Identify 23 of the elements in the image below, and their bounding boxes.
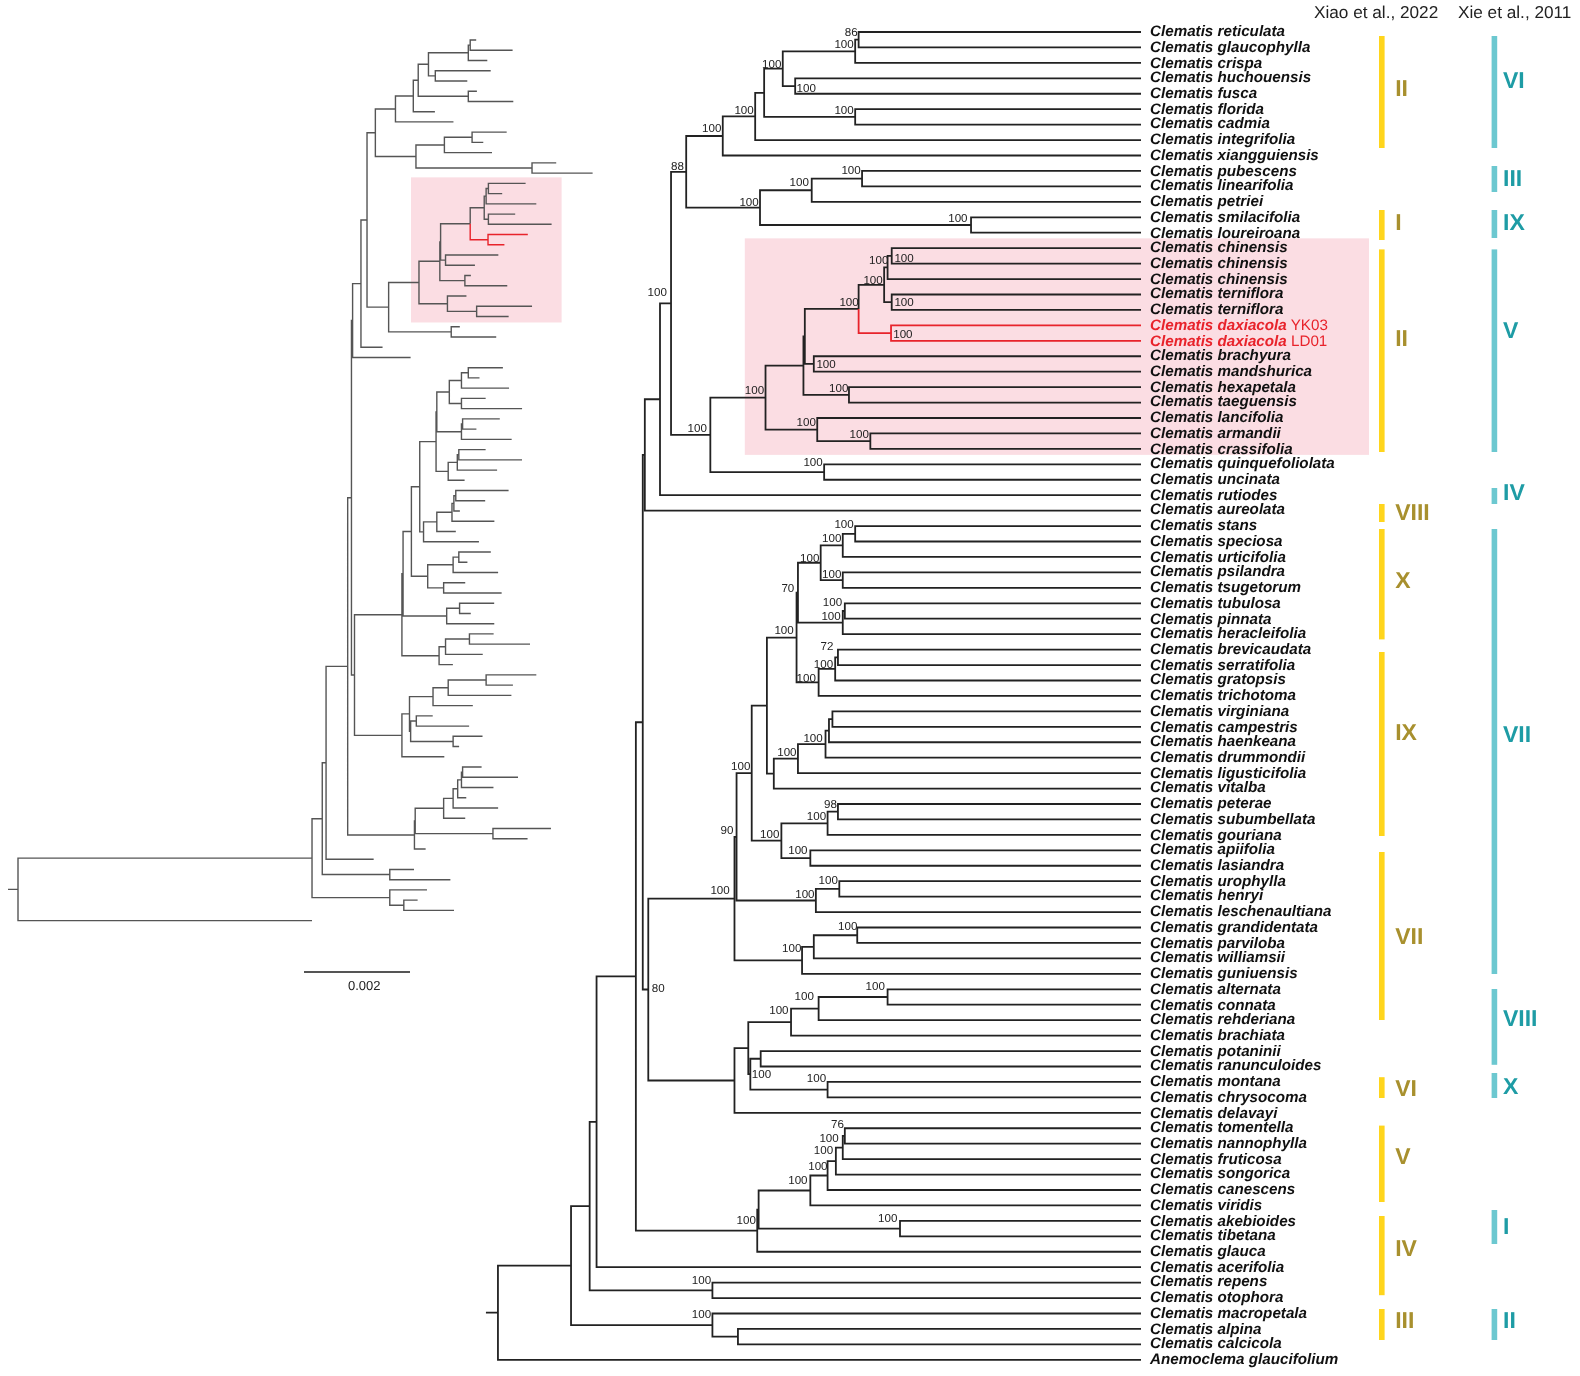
- clade-label: III: [1503, 168, 1523, 192]
- clade-label: II: [1395, 327, 1408, 351]
- clade-label: VI: [1395, 1077, 1417, 1101]
- clade-label: III: [1395, 1310, 1415, 1335]
- clade-label: II: [1395, 78, 1408, 102]
- clade-label: VIII: [1503, 1008, 1538, 1032]
- clade-label: VII: [1395, 925, 1424, 950]
- clade-label: VI: [1503, 69, 1525, 94]
- clade-label: VIII: [1395, 501, 1430, 525]
- clade-label: IX: [1395, 722, 1417, 747]
- column-heading: Xie et al., 2011: [1458, 2, 1572, 22]
- clade-label: IV: [1395, 1238, 1417, 1262]
- clade-label: II: [1503, 1310, 1516, 1335]
- clade-label: X: [1503, 1075, 1519, 1100]
- clade-label: X: [1395, 570, 1411, 594]
- clade-label: V: [1395, 1145, 1411, 1170]
- clade-label: VII: [1503, 724, 1532, 748]
- clade-label: IX: [1503, 212, 1525, 236]
- clade-label: I: [1503, 1216, 1510, 1240]
- clade-label: V: [1503, 320, 1519, 344]
- column-heading: Xiao et al., 2022: [1314, 2, 1439, 22]
- clade-label: IV: [1503, 482, 1525, 506]
- clade-label: I: [1395, 212, 1402, 236]
